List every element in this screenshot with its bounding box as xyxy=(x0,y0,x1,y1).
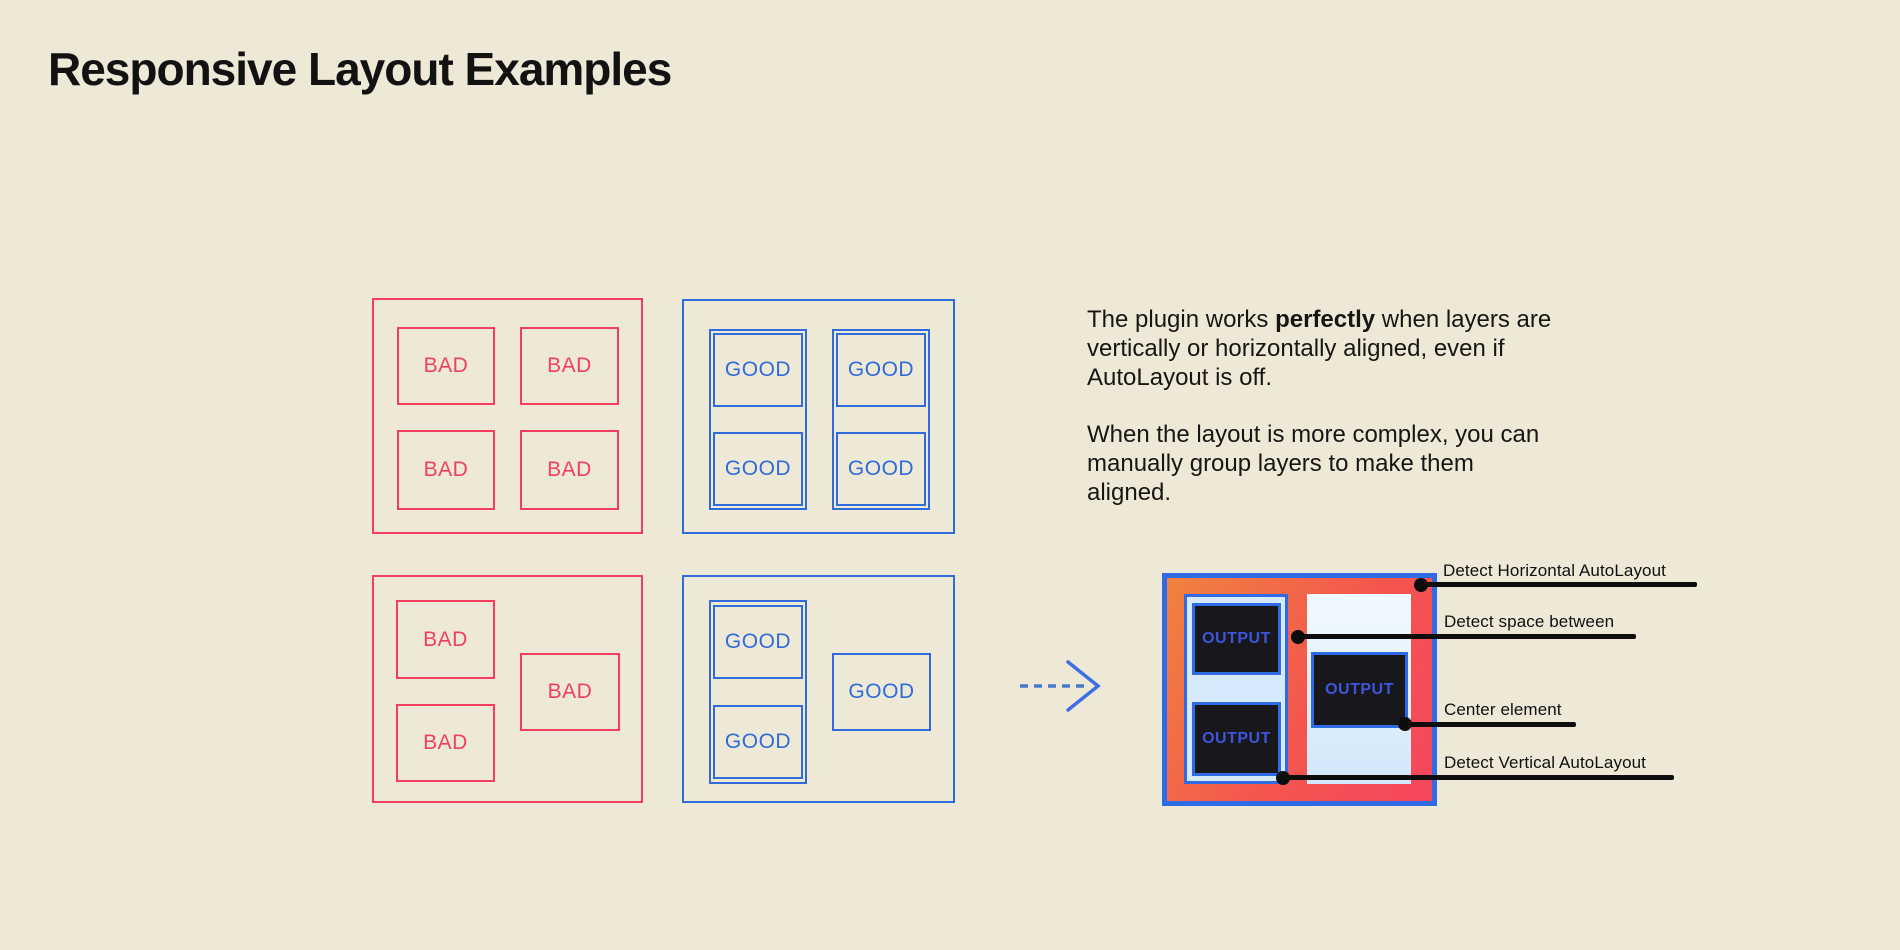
annotation-label-horizontal: Detect Horizontal AutoLayout xyxy=(1443,561,1666,580)
bad-box: BAD xyxy=(397,430,495,510)
bad-box: BAD xyxy=(520,653,620,731)
annotation-label-center: Center element xyxy=(1444,700,1562,719)
arrow-right-icon xyxy=(1020,660,1101,712)
good-complex-group: GOOD GOOD GOOD xyxy=(682,575,955,803)
good-box: GOOD xyxy=(713,705,803,779)
bad-box: BAD xyxy=(396,704,495,782)
good-box: GOOD xyxy=(713,432,803,506)
description-text: The plugin works perfectly when layers a… xyxy=(1087,305,1557,535)
description-paragraph-1: The plugin works perfectly when layers a… xyxy=(1087,305,1557,392)
annotation-dot xyxy=(1291,630,1305,644)
description-paragraph-2: When the layout is more complex, you can… xyxy=(1087,421,1540,506)
good-box: GOOD xyxy=(836,432,926,506)
good-box: GOOD xyxy=(832,653,931,731)
output-vertical-autolayout-column: OUTPUT OUTPUT xyxy=(1184,594,1288,784)
description-p1-bold: perfectly xyxy=(1275,306,1376,333)
annotation-line-vertical xyxy=(1282,775,1674,780)
good-box: GOOD xyxy=(713,333,803,407)
output-center-column: OUTPUT xyxy=(1307,594,1411,784)
annotation-label-space-between: Detect space between xyxy=(1444,612,1615,631)
good-aligned-group: GOOD GOOD GOOD GOOD xyxy=(682,299,955,534)
bad-box: BAD xyxy=(520,430,619,510)
bad-box: BAD xyxy=(520,327,619,405)
good-box: GOOD xyxy=(713,605,803,679)
annotation-label-vertical: Detect Vertical AutoLayout xyxy=(1444,753,1647,772)
annotation-dot xyxy=(1414,578,1428,592)
description-p1-after: when layers are vertically or horizontal… xyxy=(1087,306,1552,391)
annotation-dot xyxy=(1276,771,1290,785)
bad-aligned-group: BAD BAD BAD BAD xyxy=(372,298,643,534)
annotation-line-center xyxy=(1404,722,1576,727)
output-result-frame: OUTPUT OUTPUT OUTPUT xyxy=(1162,573,1437,806)
annotation-line-space-between xyxy=(1297,634,1636,639)
good-column-wrapper: GOOD GOOD xyxy=(709,600,807,784)
output-box: OUTPUT xyxy=(1311,652,1408,728)
annotation-line-horizontal xyxy=(1421,582,1697,587)
bad-box: BAD xyxy=(397,327,495,405)
good-box: GOOD xyxy=(836,333,926,407)
good-column-wrapper: GOOD GOOD xyxy=(709,329,807,510)
bad-complex-group: BAD BAD BAD xyxy=(372,575,643,803)
annotation-dot xyxy=(1398,717,1412,731)
output-box: OUTPUT xyxy=(1192,702,1281,776)
output-box: OUTPUT xyxy=(1192,603,1281,675)
description-p1-before: The plugin works xyxy=(1087,306,1276,333)
page-title: Responsive Layout Examples xyxy=(48,43,672,95)
good-column-wrapper: GOOD GOOD xyxy=(832,329,930,510)
bad-box: BAD xyxy=(396,600,495,679)
